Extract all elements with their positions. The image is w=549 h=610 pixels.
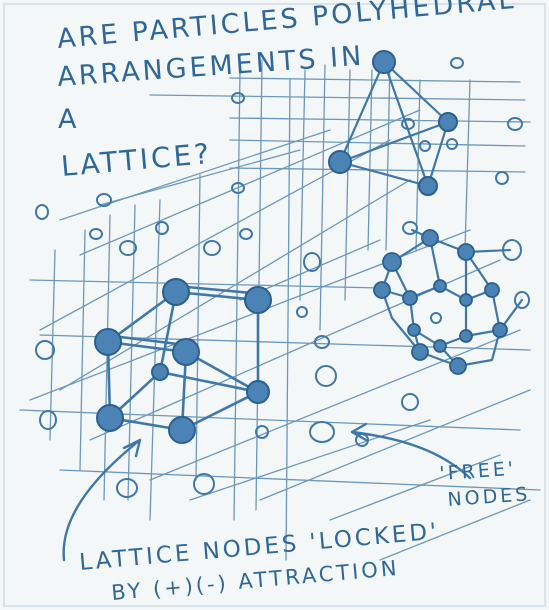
polyhedron-node — [485, 283, 499, 297]
cube-node — [152, 364, 168, 380]
cube-node — [247, 381, 269, 403]
polyhedron-node — [412, 344, 428, 360]
polyhedron-node — [460, 294, 472, 306]
tetrahedron-node — [329, 151, 351, 173]
polyhedron-node — [493, 323, 507, 337]
polyhedron-node — [422, 230, 438, 246]
polyhedron-node — [450, 358, 466, 374]
cube-node — [173, 339, 199, 365]
title-line-3: A — [58, 104, 79, 135]
polyhedron-node — [383, 253, 401, 271]
cube-node — [245, 287, 271, 313]
cube-node — [95, 329, 121, 355]
cube-node — [169, 417, 195, 443]
cube-node — [97, 405, 123, 431]
polyhedron-node — [374, 282, 390, 298]
cube-node — [163, 279, 189, 305]
polyhedron-node — [434, 280, 446, 292]
tetrahedron-node — [439, 113, 457, 131]
tetrahedron-node — [373, 51, 395, 73]
polyhedron-node — [458, 244, 474, 260]
polyhedron-node — [434, 340, 446, 352]
polyhedron-node — [460, 330, 472, 342]
polyhedron-node — [408, 324, 420, 336]
polyhedron-node — [403, 291, 417, 305]
tetrahedron-node — [419, 177, 437, 195]
